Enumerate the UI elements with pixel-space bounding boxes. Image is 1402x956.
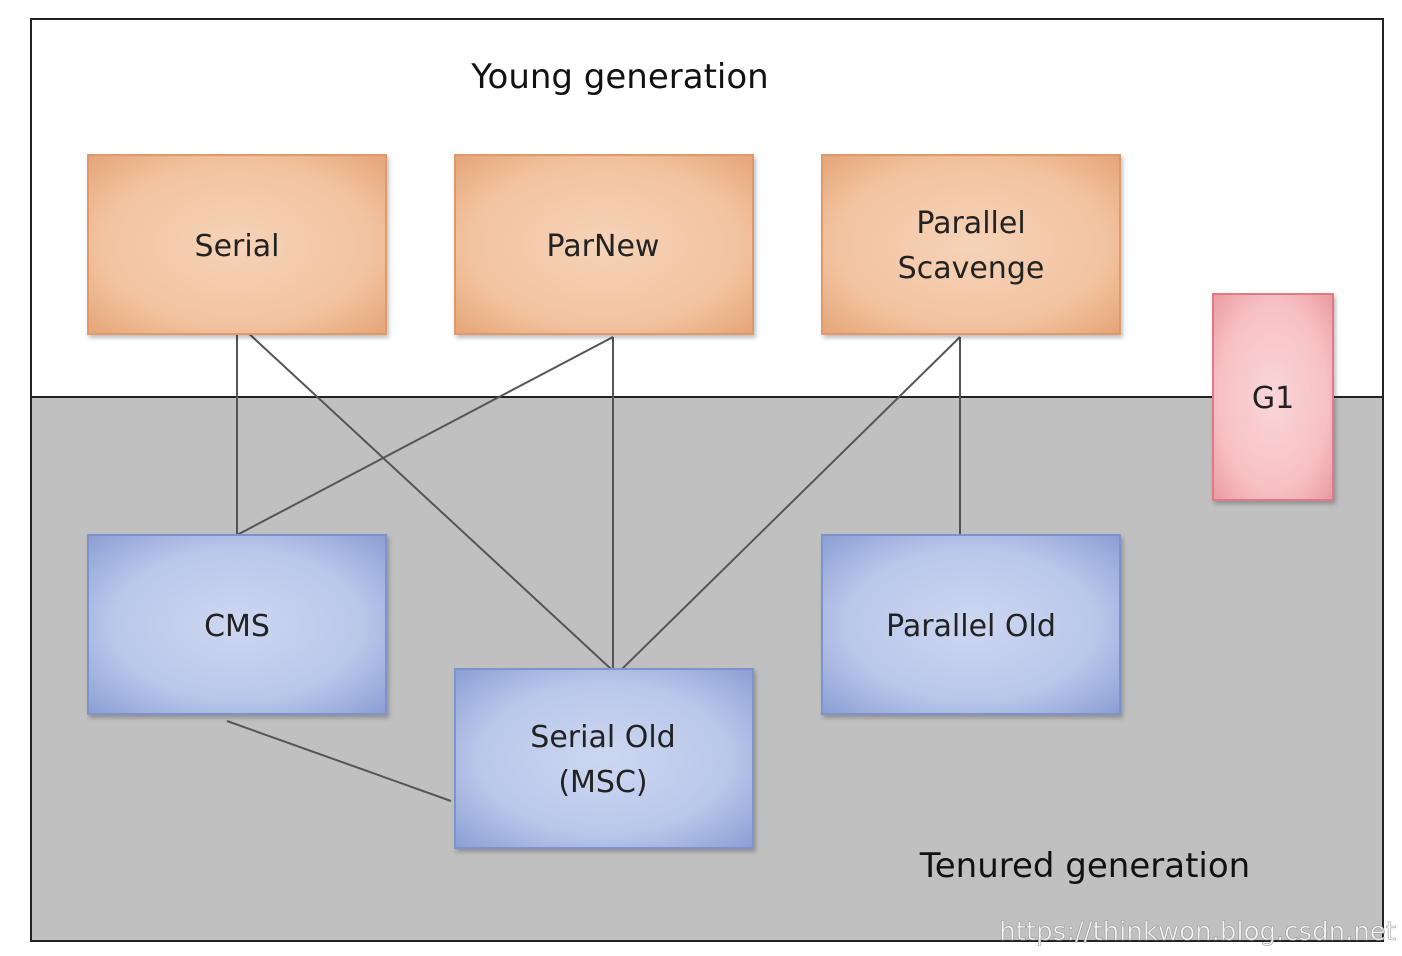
serial-old-label-line1: Serial Old bbox=[530, 720, 675, 755]
watermark-text: https://thinkwon.blog.csdn.net bbox=[999, 917, 1396, 947]
connector-parnew-to-cms bbox=[236, 336, 614, 536]
serial-old-label-line2: (MSC) bbox=[558, 765, 647, 800]
g1-label: G1 bbox=[1252, 381, 1294, 416]
parnew-collector: ParNew bbox=[454, 154, 754, 335]
parallel-scavenge-label-line2: Scavenge bbox=[898, 251, 1045, 286]
parallel-scavenge-collector: Parallel Scavenge bbox=[821, 154, 1121, 335]
g1-collector: G1 bbox=[1212, 293, 1334, 501]
connector-serial-to-serial-old bbox=[244, 329, 612, 670]
cms-collector: CMS bbox=[87, 534, 387, 715]
serial-old-box bbox=[454, 668, 754, 849]
g1-box bbox=[1212, 293, 1334, 501]
serial-collector: Serial bbox=[87, 154, 387, 335]
parallel-old-collector: Parallel Old bbox=[821, 534, 1121, 715]
parallel-scavenge-label-line1: Parallel bbox=[916, 206, 1025, 241]
tenured-generation-label: Tenured generation bbox=[919, 846, 1250, 886]
connector-cms-to-serial-old bbox=[226, 720, 452, 802]
serial-label: Serial bbox=[195, 229, 280, 264]
serial-old-collector: Serial Old (MSC) bbox=[454, 668, 754, 849]
cms-label: CMS bbox=[204, 609, 270, 644]
connection-lines bbox=[226, 329, 961, 802]
young-generation-label: Young generation bbox=[470, 57, 768, 97]
cms-box bbox=[87, 534, 387, 715]
parnew-label: ParNew bbox=[547, 229, 660, 264]
diagram-frame bbox=[30, 18, 1384, 942]
parallel-old-box bbox=[821, 534, 1121, 715]
parallel-old-label: Parallel Old bbox=[886, 609, 1056, 644]
parnew-box bbox=[454, 154, 754, 335]
connector-parallel-scavenge-to-serial-old bbox=[621, 336, 961, 670]
parallel-scavenge-box bbox=[821, 154, 1121, 335]
serial-box bbox=[87, 154, 387, 335]
